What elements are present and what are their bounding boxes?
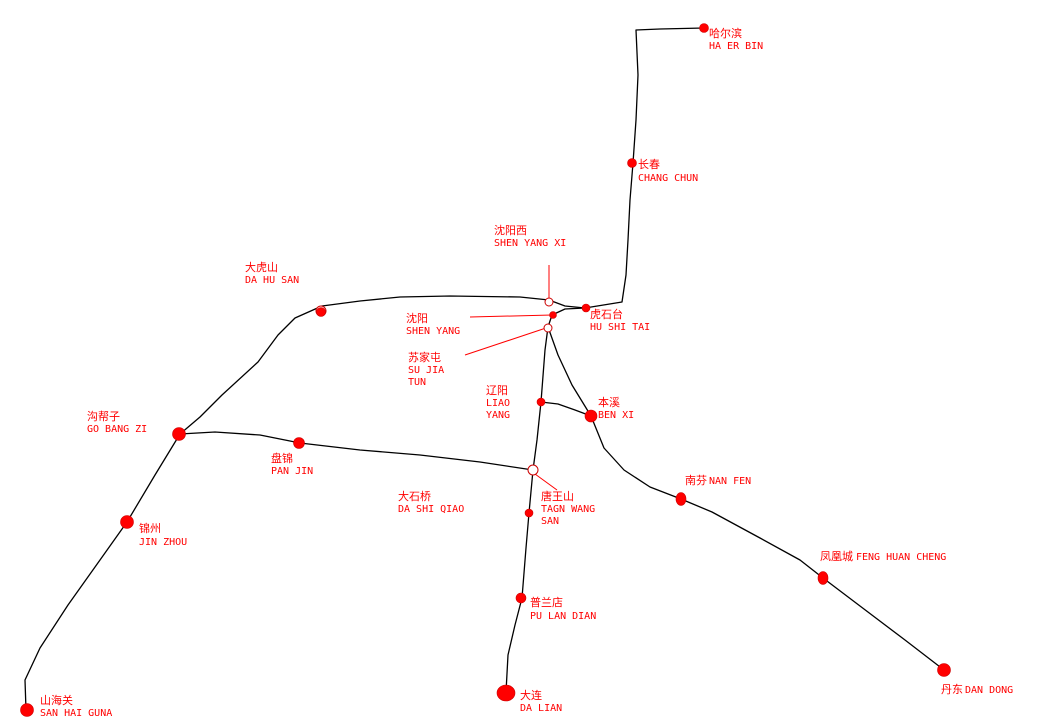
label-goubangzi-cn: 沟帮子 xyxy=(87,410,120,423)
station-nanfen-marker xyxy=(675,492,687,506)
station-fenghuangcheng-marker xyxy=(817,571,829,585)
station-panjin-marker xyxy=(293,437,305,449)
station-tangwangshan-marker xyxy=(524,508,534,518)
station-hushitai-marker xyxy=(581,303,591,313)
label-sujiatun-en-1: SU JIA xyxy=(408,365,444,376)
station-goubangzi-marker xyxy=(172,427,186,441)
rail-lines xyxy=(24,27,945,711)
label-shanhaiguan-en: SAN HAI GUNA xyxy=(40,708,112,719)
label-sujiatun-cn: 苏家屯 xyxy=(408,350,441,364)
station-dahusan-marker xyxy=(316,307,326,317)
label-liaoyang-en-1: LIAO xyxy=(486,398,510,409)
label-shanhaiguan-cn: 山海关 xyxy=(40,693,73,707)
label-fenghuangcheng-en: FENG HUAN CHENG xyxy=(856,552,946,563)
label-pulandian-en: PU LAN DIAN xyxy=(530,611,596,622)
station-liaoyang-marker xyxy=(536,397,546,407)
station-benxi-marker xyxy=(584,409,598,423)
rail-liaoyang-benxi xyxy=(540,401,592,417)
label-changchun-en: CHANG CHUN xyxy=(638,173,698,184)
label-dandong-en: DAN DONG xyxy=(965,685,1013,696)
label-shenyang-en: SHEN YANG xyxy=(406,326,460,337)
station-shenyangxi-marker xyxy=(544,297,554,307)
label-dashiqiao-en: DA SHI QIAO xyxy=(398,504,464,515)
label-tangwangshan-en-1: TAGN WANG xyxy=(541,504,595,515)
station-dalian-marker xyxy=(496,684,516,702)
station-jinzhou-marker xyxy=(120,515,134,529)
label-fenghuangcheng-cn: 凤凰城 xyxy=(820,550,853,563)
station-dandong-marker xyxy=(937,663,951,677)
station-shanhaiguan-marker xyxy=(20,703,34,717)
label-harbin-en: HA ER BIN xyxy=(709,41,763,52)
label-benxi-en: BEN XI xyxy=(598,410,634,421)
label-panjin-cn: 盘锦 xyxy=(271,451,293,465)
label-tangwangshan-en-2: SAN xyxy=(541,516,559,527)
label-panjin-en: PAN JIN xyxy=(271,466,313,477)
pointer-shenyang xyxy=(469,314,553,318)
station-harbin-marker xyxy=(699,23,709,33)
label-pulandian-cn: 普兰店 xyxy=(530,595,563,609)
label-changchun-cn: 长春 xyxy=(638,158,660,171)
rail-sujiatun-dandong xyxy=(547,326,945,671)
rail-hushitai-goubangzi xyxy=(179,295,586,435)
station-changchun-marker xyxy=(627,158,637,168)
label-harbin-cn: 哈尔滨 xyxy=(709,26,742,40)
label-jinzhou-en: JIN ZHOU xyxy=(139,537,187,548)
label-pointers xyxy=(464,265,558,491)
label-shenyang-cn: 沈阳 xyxy=(406,311,428,325)
stations xyxy=(20,23,951,717)
label-shenyangxi-cn: 沈阳西 xyxy=(494,223,527,237)
station-sujiatun-marker xyxy=(543,323,553,333)
rail-goubangzi-dashiqiao xyxy=(179,431,534,471)
label-goubangzi-en: GO BANG ZI xyxy=(87,424,147,435)
label-tangwangshan-cn: 唐王山 xyxy=(541,489,574,503)
pointer-tangwangshan xyxy=(534,473,558,491)
label-liaoyang-cn: 辽阳 xyxy=(486,384,508,397)
label-dahusan-cn: 大虎山 xyxy=(245,260,278,274)
label-benxi-cn: 本溪 xyxy=(598,395,620,409)
label-dahusan-en: DA HU SAN xyxy=(245,275,299,286)
label-jinzhou-cn: 锦州 xyxy=(139,521,161,535)
rail-goubangzi-shanhaiguan xyxy=(24,433,181,711)
label-hushitai-cn: 虎石台 xyxy=(590,307,623,321)
label-dandong-cn: 丹东 xyxy=(941,683,963,696)
station-pulandian-marker xyxy=(515,592,527,604)
label-dalian-cn: 大连 xyxy=(520,688,542,702)
label-sujiatun-en-2: TUN xyxy=(408,377,426,388)
label-hushitai-en: HU SHI TAI xyxy=(590,322,650,333)
label-nanfen-en: NAN FEN xyxy=(709,476,751,487)
station-shenyang-marker xyxy=(549,311,557,319)
label-nanfen-cn: 南芬 xyxy=(685,474,707,487)
label-shenyangxi-en: SHEN YANG XI xyxy=(494,238,566,249)
label-liaoyang-en-2: YANG xyxy=(486,410,510,421)
station-dashiqiao-marker xyxy=(527,464,539,476)
label-dalian-en: DA LIAN xyxy=(520,703,562,714)
pointer-sujiatun xyxy=(464,327,547,356)
label-dashiqiao-cn: 大石桥 xyxy=(398,489,431,503)
station-labels: 哈尔滨 HA ER BIN 长春 CHANG CHUN 沈阳西 SHEN YAN… xyxy=(40,26,1013,719)
rail-hushitai-sujiatun xyxy=(547,307,586,328)
